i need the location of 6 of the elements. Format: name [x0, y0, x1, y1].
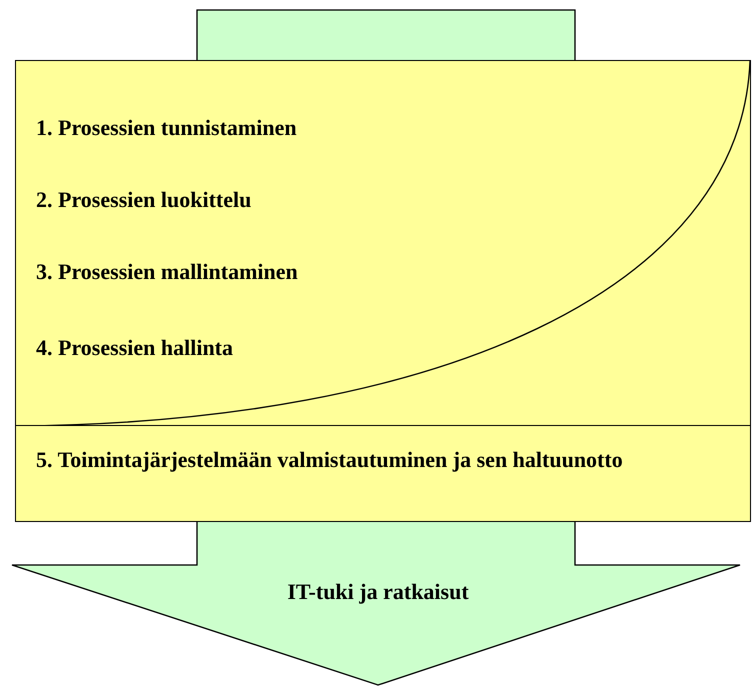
step-text: 4. Prosessien hallinta	[36, 334, 234, 362]
step-text: 2. Prosessien luokittelu	[36, 186, 252, 214]
step-text: 3. Prosessien mallintaminen	[36, 258, 298, 286]
step-text: 5. Toimintajärjestelmään valmistautuminen ja sen haltuunotto	[36, 446, 624, 474]
step-text: 1. Prosessien tunnistaminen	[36, 114, 297, 142]
arrow-label: IT-tuki ja ratkaisut	[286, 578, 470, 606]
